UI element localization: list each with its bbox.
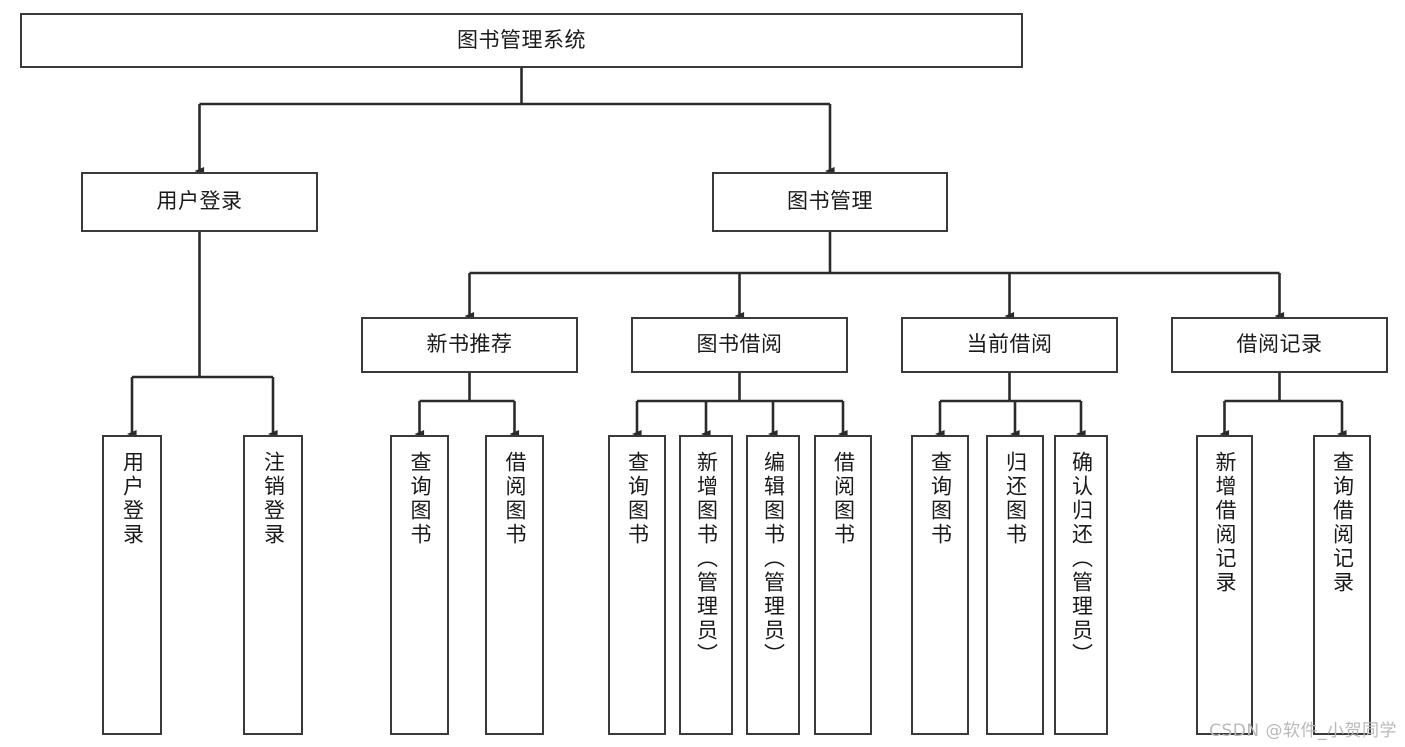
node-label: 借阅图书 [503, 451, 527, 547]
edges [127, 68, 1347, 439]
watermark: CSDN @软件_小贺同学 [1209, 721, 1397, 741]
node-label: 新书推荐 [426, 332, 513, 357]
node-l-user-login[interactable]: 用户登录 [102, 435, 162, 735]
node-label: 图书管理系统 [457, 27, 586, 52]
node-label: 用户登录 [120, 451, 145, 547]
node-root[interactable]: 图书管理系统 [20, 13, 1023, 68]
node-n-current-borrow[interactable]: 当前借阅 [901, 317, 1118, 373]
node-l-borrow-book-2[interactable]: 借阅图书 [814, 435, 872, 735]
node-label: 注销登录 [261, 451, 286, 547]
node-label: 图书管理 [787, 189, 873, 214]
node-label: 编辑图书（管理员） [761, 451, 786, 667]
node-label: 查询借阅记录 [1330, 451, 1355, 595]
node-l-query-book-3[interactable]: 查询图书 [911, 435, 969, 735]
node-l-query-borrow-record[interactable]: 查询借阅记录 [1313, 435, 1371, 735]
node-n-user-login[interactable]: 用户登录 [81, 172, 318, 232]
node-n-borrow-record[interactable]: 借阅记录 [1171, 317, 1388, 373]
node-label: 图书借阅 [696, 332, 783, 357]
node-l-add-borrow-record[interactable]: 新增借阅记录 [1196, 435, 1253, 735]
node-label: 查询图书 [928, 451, 953, 547]
node-l-add-book-admin[interactable]: 新增图书（管理员） [679, 435, 733, 735]
node-label: 当前借阅 [966, 332, 1053, 357]
node-l-borrow-book-1[interactable]: 借阅图书 [485, 435, 544, 735]
node-l-logout[interactable]: 注销登录 [243, 435, 303, 735]
node-label: 借阅记录 [1236, 332, 1323, 357]
node-l-query-book-2[interactable]: 查询图书 [608, 435, 666, 735]
node-l-edit-book-admin[interactable]: 编辑图书（管理员） [746, 435, 800, 735]
node-label: 新增图书（管理员） [694, 451, 719, 667]
node-label: 新增借阅记录 [1213, 451, 1237, 595]
node-l-return-book[interactable]: 归还图书 [986, 435, 1044, 735]
node-label: 查询图书 [625, 451, 650, 547]
node-l-query-book-1[interactable]: 查询图书 [390, 435, 449, 735]
node-label: 用户登录 [156, 189, 243, 214]
node-label: 借阅图书 [831, 451, 856, 547]
node-n-book-borrow[interactable]: 图书借阅 [631, 317, 848, 373]
node-n-new-book-rec[interactable]: 新书推荐 [361, 317, 578, 373]
node-n-book-manage[interactable]: 图书管理 [712, 172, 948, 232]
node-label: 查询图书 [408, 451, 432, 547]
node-label: 确认归还（管理员） [1069, 451, 1094, 667]
node-label: 归还图书 [1003, 451, 1028, 547]
node-l-confirm-return-admin[interactable]: 确认归还（管理员） [1054, 435, 1108, 735]
